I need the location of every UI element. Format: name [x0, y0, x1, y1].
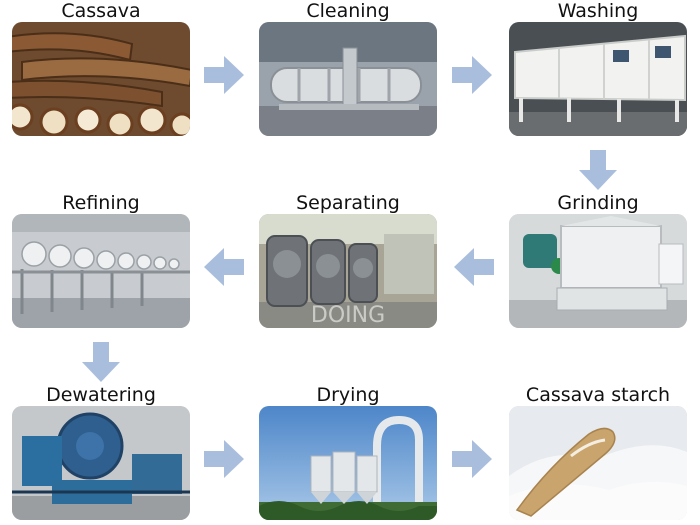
- step-label: Separating: [296, 192, 400, 214]
- cleaning-machine-image: [259, 22, 437, 136]
- step-label: Grinding: [557, 192, 639, 214]
- step-label: Cassava: [61, 0, 141, 22]
- arrow-down-icon: [579, 150, 617, 190]
- step-label: Drying: [316, 384, 380, 406]
- separating-machine-image: DOING: [259, 214, 437, 328]
- cassava-starch-image: [509, 406, 687, 520]
- drying-machine-image: [259, 406, 437, 520]
- step-label: Dewatering: [46, 384, 156, 406]
- arrow-left-icon: [454, 248, 494, 286]
- arrow-right-icon: [452, 440, 492, 478]
- step-label: Cleaning: [306, 0, 390, 22]
- step-label: Refining: [62, 192, 140, 214]
- refining-machine-image: [12, 214, 190, 328]
- step-label: Washing: [557, 0, 639, 22]
- arrow-right-icon: [204, 440, 244, 478]
- arrow-down-icon: [82, 342, 120, 382]
- arrow-right-icon: [204, 56, 244, 94]
- washing-tank-image: [509, 22, 687, 136]
- cassava-roots-image: [12, 22, 190, 136]
- arrow-right-icon: [452, 56, 492, 94]
- grinding-machine-image: [509, 214, 687, 328]
- step-label: Cassava starch: [525, 384, 671, 406]
- arrow-left-icon: [204, 248, 244, 286]
- dewatering-machine-image: [12, 406, 190, 520]
- watermark-logo: DOING: [311, 303, 385, 328]
